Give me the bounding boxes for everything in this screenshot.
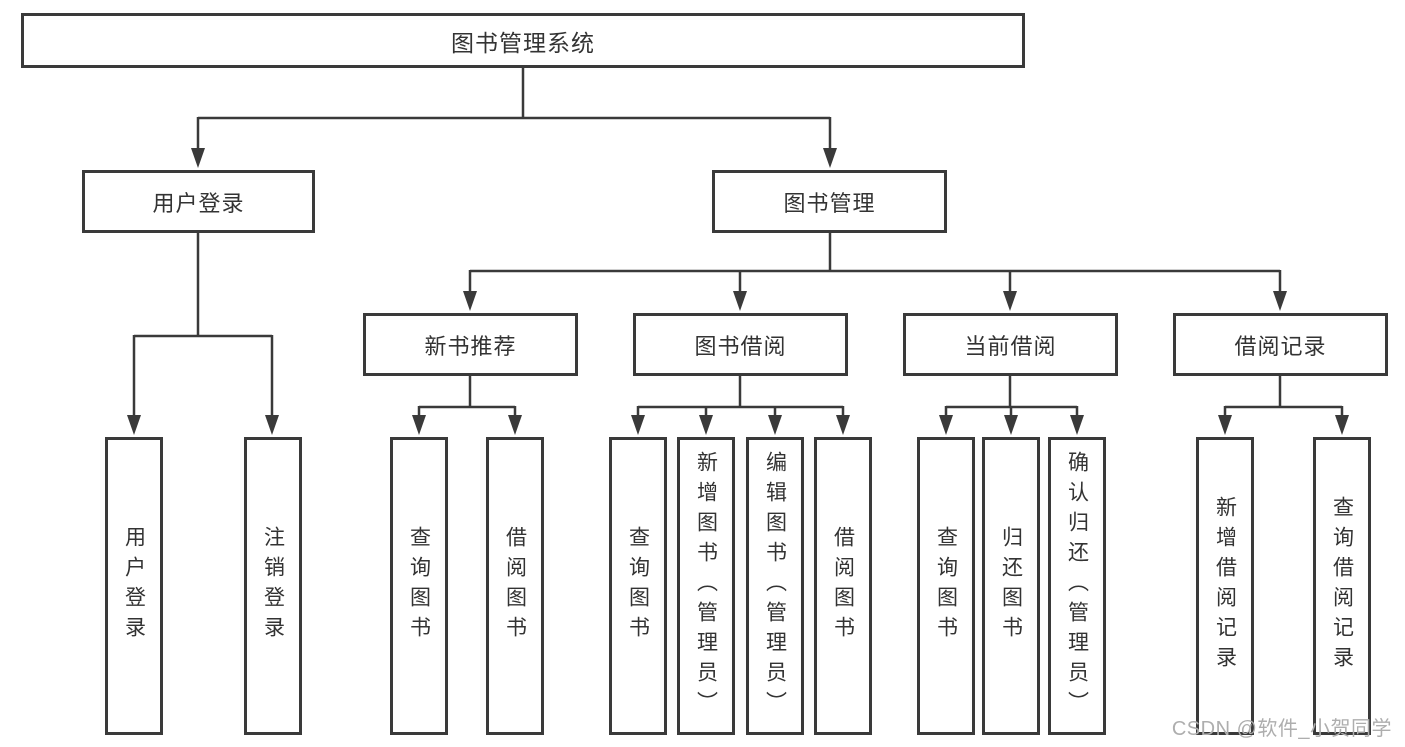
node-label: 新增图书（管理员） <box>694 451 718 721</box>
arrow-down-icon <box>412 415 426 435</box>
arrow-down-icon <box>1335 415 1349 435</box>
node-label: 借阅图书 <box>831 526 855 646</box>
node-borrow-books-2: 借阅图书 <box>814 437 872 735</box>
arrow-down-icon <box>631 415 645 435</box>
node-label: 借阅记录 <box>1234 333 1327 359</box>
arrow-down-icon <box>1218 415 1232 435</box>
node-add-borrow-record: 新增借阅记录 <box>1196 437 1254 735</box>
node-label: 用户登录 <box>152 190 245 216</box>
node-label: 当前借阅 <box>964 333 1057 359</box>
arrow-down-icon <box>1070 415 1084 435</box>
arrow-down-icon <box>265 415 279 435</box>
node-query-books-1: 查询图书 <box>390 437 448 735</box>
arrow-down-icon <box>823 148 837 168</box>
arrow-down-icon <box>1004 415 1018 435</box>
arrow-down-icon <box>191 148 205 168</box>
node-label: 查询图书 <box>934 526 958 646</box>
node-label: 确认归还（管理员） <box>1065 451 1089 721</box>
arrow-down-icon <box>939 415 953 435</box>
arrow-down-icon <box>836 415 850 435</box>
arrow-down-icon <box>699 415 713 435</box>
node-label: 新增借阅记录 <box>1213 496 1237 676</box>
connector-group-borrowing <box>636 376 845 417</box>
arrow-down-icon <box>768 415 782 435</box>
arrowheads <box>127 148 1349 435</box>
node-logout: 注销登录 <box>244 437 302 735</box>
node-query-books-3: 查询图书 <box>917 437 975 735</box>
arrow-down-icon <box>1273 291 1287 311</box>
connector-root-to-level2 <box>196 68 832 150</box>
node-label: 用户登录 <box>122 526 146 646</box>
connector-user-to-leaves <box>132 233 274 417</box>
node-label: 新书推荐 <box>424 333 517 359</box>
node-label: 注销登录 <box>261 526 285 646</box>
arrow-down-icon <box>127 415 141 435</box>
node-query-borrow-record: 查询借阅记录 <box>1313 437 1371 735</box>
connector-book-to-groups <box>468 233 1282 293</box>
connector-group-newbooks <box>417 376 517 417</box>
node-query-books-2: 查询图书 <box>609 437 667 735</box>
node-return-books: 归还图书 <box>982 437 1040 735</box>
node-label: 图书管理系统 <box>451 29 595 56</box>
node-label: 查询借阅记录 <box>1330 496 1354 676</box>
node-label: 图书管理 <box>783 190 876 216</box>
node-label: 归还图书 <box>999 526 1023 646</box>
node-current-borrowing: 当前借阅 <box>903 313 1118 376</box>
node-confirm-return-admin: 确认归还（管理员） <box>1048 437 1106 735</box>
connector-group-current <box>944 376 1079 417</box>
node-user-login: 用户登录 <box>105 437 163 735</box>
arrow-down-icon <box>1003 291 1017 311</box>
node-add-book-admin: 新增图书（管理员） <box>677 437 735 735</box>
arrow-down-icon <box>508 415 522 435</box>
node-borrowing-records: 借阅记录 <box>1173 313 1388 376</box>
csdn-watermark: CSDN @软件_小贺同学 <box>1171 718 1392 740</box>
node-label: 查询图书 <box>407 526 431 646</box>
node-user-login-branch: 用户登录 <box>82 170 315 233</box>
node-label: 借阅图书 <box>503 526 527 646</box>
connector-group-records <box>1223 376 1344 417</box>
arrow-down-icon <box>733 291 747 311</box>
node-label: 图书借阅 <box>694 333 787 359</box>
node-borrow-books-1: 借阅图书 <box>486 437 544 735</box>
node-book-management-branch: 图书管理 <box>712 170 947 233</box>
node-system-root: 图书管理系统 <box>21 13 1025 68</box>
arrow-down-icon <box>463 291 477 311</box>
node-edit-book-admin: 编辑图书（管理员） <box>746 437 804 735</box>
node-new-book-recommendation: 新书推荐 <box>363 313 578 376</box>
node-label: 查询图书 <box>626 526 650 646</box>
node-label: 编辑图书（管理员） <box>763 451 787 721</box>
node-book-borrowing: 图书借阅 <box>633 313 848 376</box>
